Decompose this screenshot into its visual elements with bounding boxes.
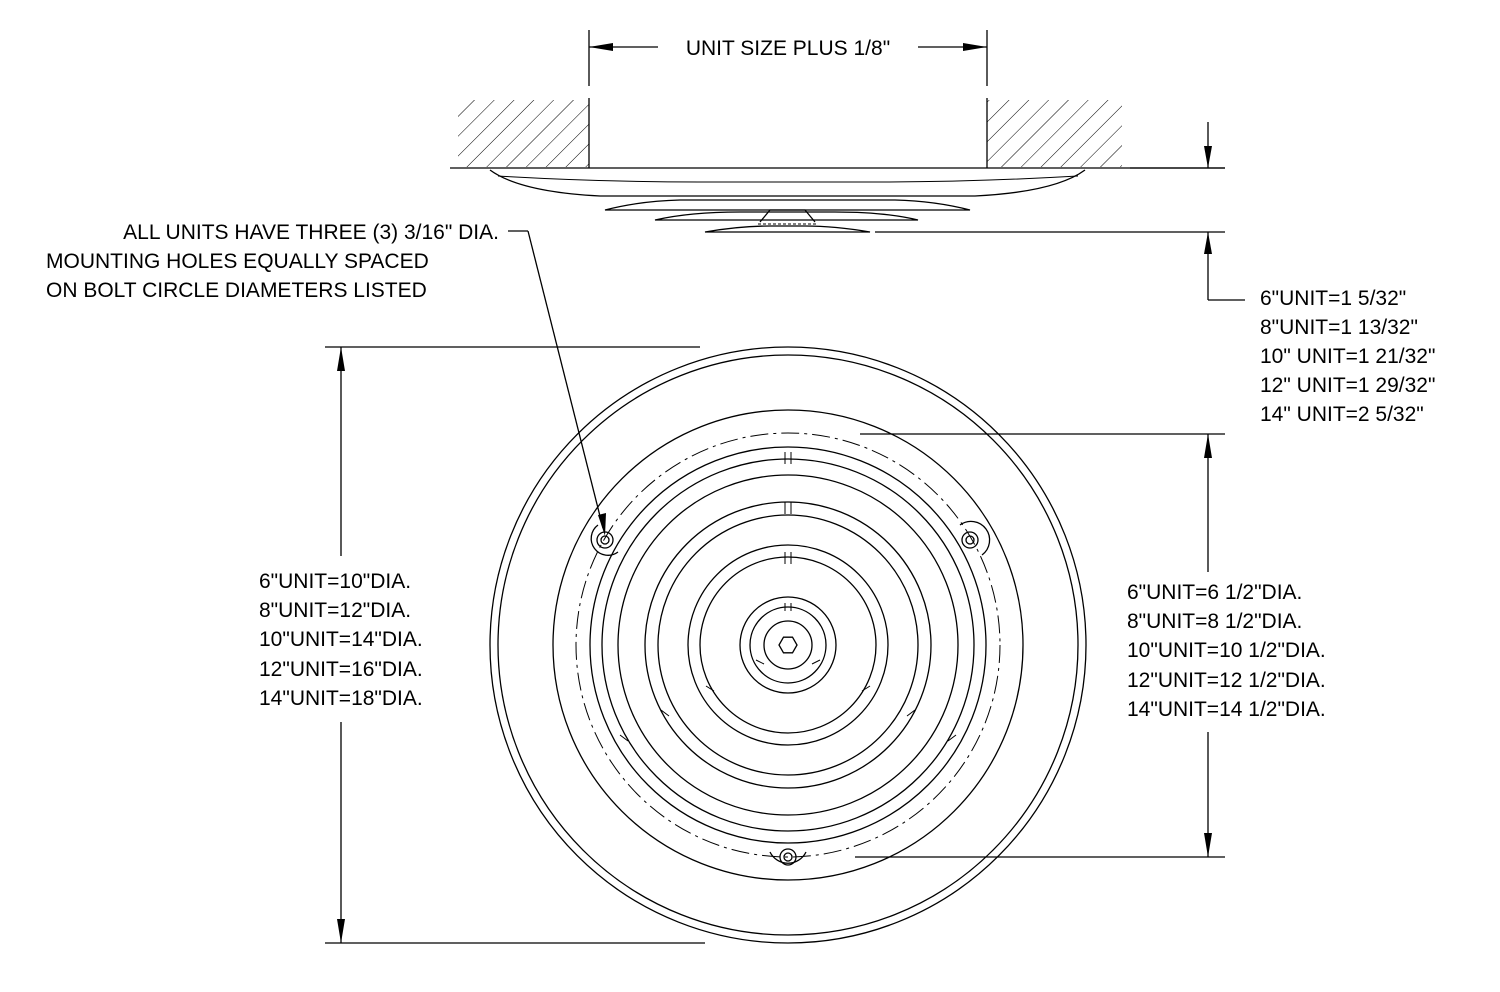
outer-rim (489, 346, 1087, 944)
plan-view (325, 230, 1225, 944)
outer-diameter-line: 6"UNIT=10"DIA. (259, 570, 411, 593)
callout-line: MOUNTING HOLES EQUALLY SPACED (46, 250, 429, 273)
outer-diameter-dimension (325, 346, 705, 944)
callout-leader (508, 230, 606, 536)
outer-diameter-table: 6"UNIT=10"DIA. 8"UNIT=12"DIA. 10"UNIT=14… (259, 570, 423, 710)
bolt-circle-line: 6"UNIT=6 1/2"DIA. (1127, 581, 1302, 604)
outer-diameter-line: 8"UNIT=12"DIA. (259, 599, 411, 622)
projection-dimension (875, 122, 1245, 301)
bolt-circle (575, 432, 1001, 858)
projection-line: 6"UNIT=1 5/32" (1260, 287, 1406, 310)
diffuser-profile (489, 169, 1086, 233)
projection-line: 10" UNIT=1 21/32" (1260, 345, 1435, 368)
bolt-circle-line: 10"UNIT=10 1/2"DIA. (1127, 639, 1326, 662)
projection-line: 12" UNIT=1 29/32" (1260, 374, 1435, 397)
callout-line: ALL UNITS HAVE THREE (3) 3/16" DIA. (123, 221, 499, 244)
bolt-circle-table: 6"UNIT=6 1/2"DIA. 8"UNIT=8 1/2"DIA. 10"U… (1127, 581, 1326, 721)
ceiling-hatch-right (987, 100, 1122, 167)
center-nut (778, 636, 798, 654)
bolt-circle-dimension (855, 433, 1225, 858)
projection-line: 14" UNIT=2 5/32" (1260, 403, 1424, 426)
mounting-hole-right (959, 520, 991, 556)
outer-diameter-line: 10"UNIT=14"DIA. (259, 628, 423, 651)
outer-diameter-line: 14"UNIT=18"DIA. (259, 687, 423, 710)
projection-table: 6"UNIT=1 5/32" 8"UNIT=1 13/32" 10" UNIT=… (1260, 287, 1435, 426)
callout-note: ALL UNITS HAVE THREE (3) 3/16" DIA. MOUN… (46, 221, 499, 302)
bolt-circle-line: 12"UNIT=12 1/2"DIA. (1127, 669, 1326, 692)
unit-size-label: UNIT SIZE PLUS 1/8" (686, 37, 890, 60)
projection-line: 8"UNIT=1 13/32" (1260, 316, 1418, 339)
mounting-hole-bottom (769, 848, 807, 866)
outer-diameter-line: 12"UNIT=16"DIA. (259, 658, 423, 681)
callout-line: ON BOLT CIRCLE DIAMETERS LISTED (46, 279, 427, 302)
bolt-circle-line: 14"UNIT=14 1/2"DIA. (1127, 698, 1326, 721)
side-view: UNIT SIZE PLUS 1/8" (450, 30, 1245, 301)
bolt-circle-line: 8"UNIT=8 1/2"DIA. (1127, 610, 1302, 633)
ceiling-hatch-left (458, 100, 589, 167)
cone-spacers (619, 452, 957, 742)
unit-size-dimension: UNIT SIZE PLUS 1/8" (588, 30, 988, 86)
